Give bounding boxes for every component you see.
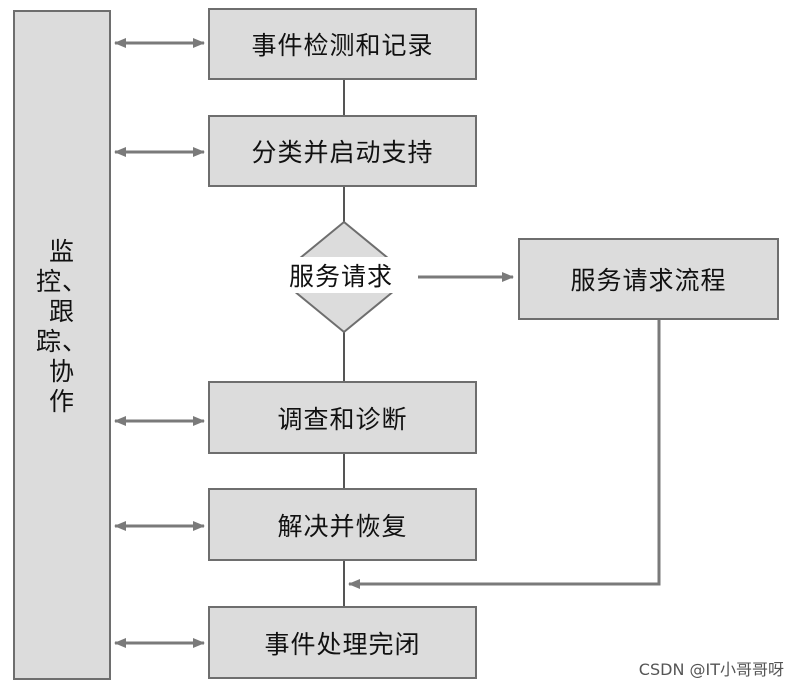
step-service-request-flow: 服务请求流程 [518,238,779,320]
step-label: 服务请求流程 [570,266,727,295]
side-bar-char: 监 [48,237,75,266]
step-detect-and-log: 事件检测和记录 [208,8,477,80]
side-bar-char: 协 [48,357,75,386]
arrow-service-flow-return [348,320,661,589]
step-label: 事件检测和记录 [251,31,434,60]
side-bar-char: 控、 [35,267,88,296]
decision-label: 服务请求 [264,257,418,293]
step-classify-and-support: 分类并启动支持 [208,115,477,187]
step-investigate-and-diagnose: 调查和诊断 [208,381,477,454]
step-label: 解决并恢复 [277,511,408,541]
watermark: CSDN @IT小哥哥呀 [638,660,784,679]
side-bar-char: 踪、 [35,327,88,356]
step-label: 事件处理完闭 [264,629,421,659]
side-bar-char: 跟 [48,297,75,326]
step-label: 分类并启动支持 [251,138,434,167]
step-resolve-and-recover: 解决并恢复 [208,488,477,561]
monitor-track-collaborate-bar: 监 控、 跟 踪、 协 作 [13,10,111,680]
step-incident-closure: 事件处理完闭 [208,606,477,679]
step-label: 调查和诊断 [277,404,408,434]
side-bar-char: 作 [48,387,75,416]
